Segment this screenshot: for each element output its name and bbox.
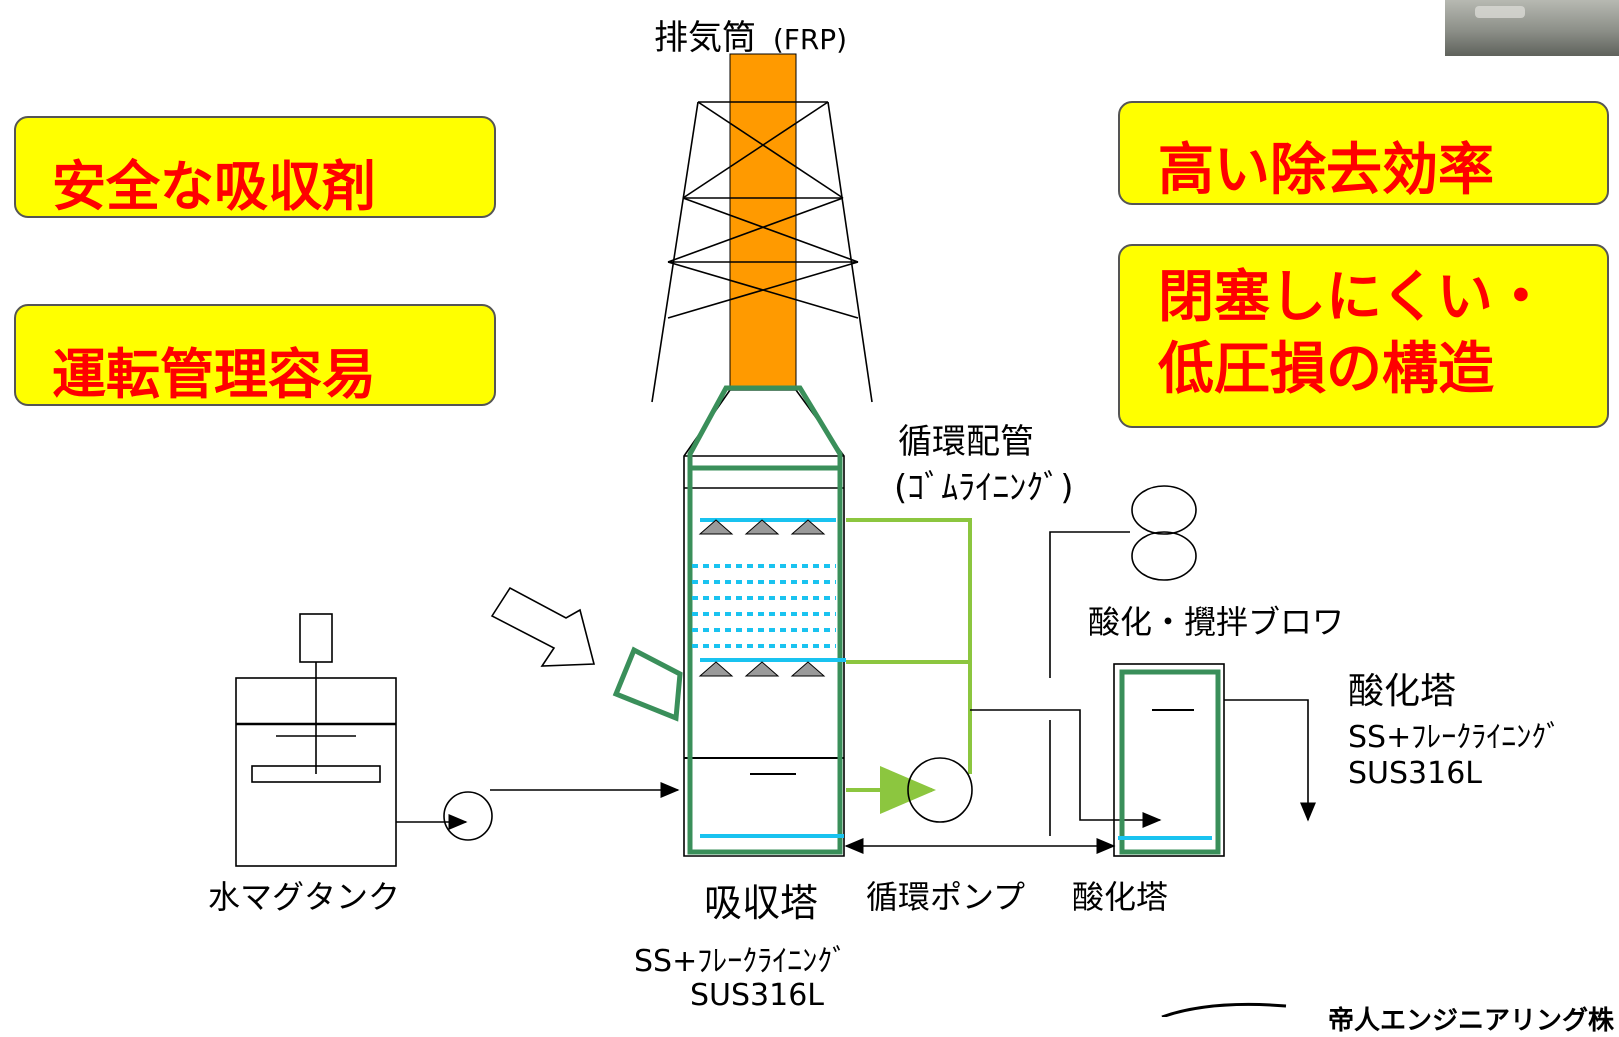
circulation-pump [907,757,973,823]
circ-piping-label: 循環配管 [898,422,1034,462]
absorber-spec2: SUS316L [690,978,825,1013]
absorber-label: 吸収塔 [704,881,819,925]
callout-high-efficiency: 高い除去効率 [1118,101,1609,205]
oxidation-tower-title: 酸化塔 [1348,671,1457,712]
oxidation-blower [1049,485,1197,836]
company-logo-arc [1161,1002,1287,1017]
circ-piping-lining-label: (ｺﾞﾑﾗｲﾆﾝｸﾞ) [894,468,1074,508]
callout-easy-operation-text: 運転管理容易 [52,343,376,406]
mg-tank-label: 水マグタンク [208,878,401,916]
callout-easy-operation: 運転管理容易 [14,304,496,406]
exhaust-stack [651,53,873,403]
oxidation-tower-spec1: SS+ﾌﾚｰｸﾗｲﾆﾝｸﾞ [1348,720,1562,755]
callout-structure-line2: 低圧損の構造 [1158,337,1494,402]
site-photo [1445,0,1619,56]
gas-inlet-arrow [490,586,596,667]
circulation-piping [846,518,972,814]
callout-safe-absorbent-text: 安全な吸収剤 [52,155,376,218]
stack-label-name: 排気筒 [654,18,756,58]
oxidation-tower [1113,663,1316,857]
circ-pump-label: 循環ポンプ [866,878,1026,916]
absorber-tower [612,385,846,857]
stack-label-material: (FRP) [772,23,848,56]
stack-label: 排気筒 (FRP) [654,10,847,59]
mg-tank [235,613,397,867]
oxidation-tower-spec2: SUS316L [1348,756,1483,791]
transfer-piping [844,709,1162,854]
callout-structure: 閉塞しにくい・ 低圧損の構造 [1118,244,1609,428]
callout-high-efficiency-text: 高い除去効率 [1158,138,1494,203]
callout-safe-absorbent: 安全な吸収剤 [14,116,496,218]
absorber-spec1: SS+ﾌﾚｰｸﾗｲﾆﾝｸﾞ [634,944,848,979]
oxidation-tower-label: 酸化塔 [1072,878,1169,916]
feed-pump [396,782,680,841]
callout-structure-line1: 閉塞しにくい・ [1158,265,1549,330]
blower-label: 酸化・攪拌ブロワ [1088,603,1345,641]
